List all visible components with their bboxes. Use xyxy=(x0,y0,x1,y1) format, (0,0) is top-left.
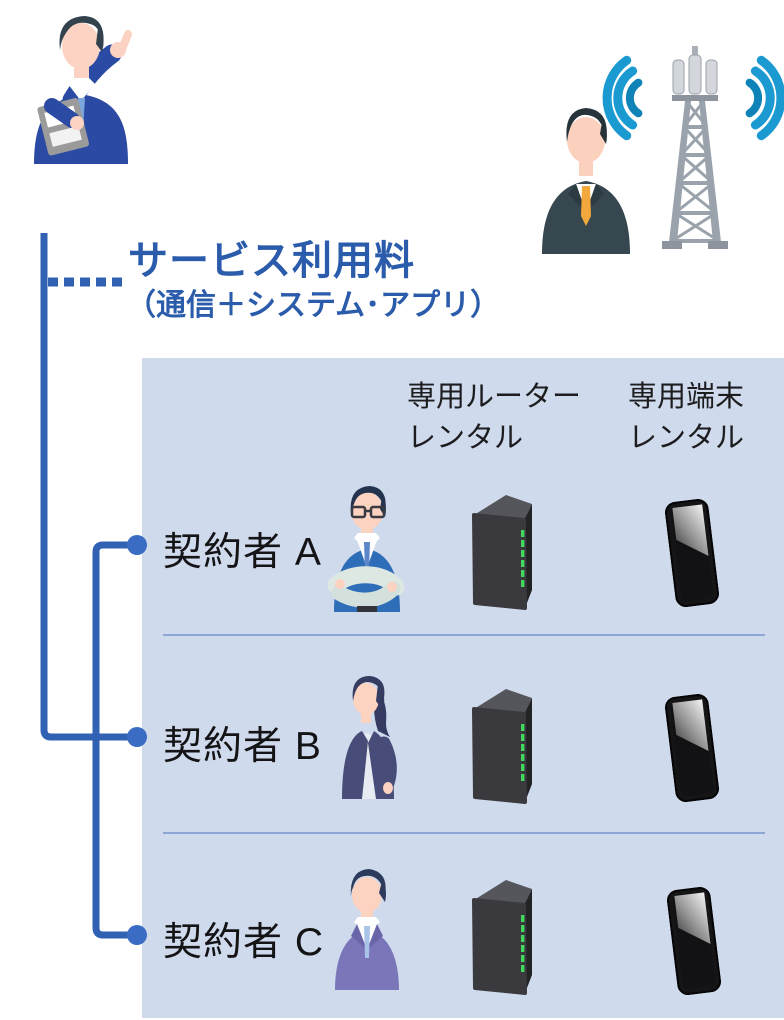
orange-tie xyxy=(581,186,591,226)
row-divider xyxy=(163,832,765,834)
service-fee-subtitle: （通信＋システム･アプリ） xyxy=(126,289,501,322)
main-branch-line xyxy=(40,233,137,741)
sub-branch-line xyxy=(92,541,137,939)
service-fee-title: サービス利用料 xyxy=(128,239,415,283)
contractor-b-avatar xyxy=(342,676,397,799)
contractor-a-avatar xyxy=(327,486,405,612)
router-led-lights xyxy=(521,530,525,587)
connector-node-dot xyxy=(127,925,147,945)
operator-and-tower-illustration xyxy=(542,46,784,254)
smartphone-icon xyxy=(664,498,720,608)
contractor-b-label: 契約者 B xyxy=(163,725,322,768)
router-led-lights xyxy=(521,915,525,972)
glasses-icon xyxy=(350,505,386,519)
connector-node-dot xyxy=(127,727,147,747)
cell-tower-icon xyxy=(662,46,728,249)
connector-node-dot xyxy=(127,535,147,555)
column-header-router-rental: 専用ルーター レンタル xyxy=(407,381,582,454)
router-led-lights xyxy=(521,724,525,781)
pointing-finger xyxy=(117,30,132,56)
pointing-arm xyxy=(62,44,122,110)
contractor-c-avatar xyxy=(335,869,399,990)
smartphone-icon xyxy=(666,886,722,996)
router-icon xyxy=(472,880,532,995)
router-icon xyxy=(472,689,532,804)
consultant-pointing-illustration xyxy=(34,16,132,164)
businessman-illustration xyxy=(542,108,630,254)
router-icon xyxy=(472,495,532,610)
contractor-a-label: 契約者 A xyxy=(163,531,322,574)
smartphone-icon xyxy=(664,693,720,803)
column-header-device-rental: 専用端末 レンタル xyxy=(628,381,745,454)
radio-waves-icon xyxy=(602,55,784,141)
row-divider xyxy=(163,634,765,636)
contractor-c-label: 契約者 C xyxy=(163,921,325,964)
